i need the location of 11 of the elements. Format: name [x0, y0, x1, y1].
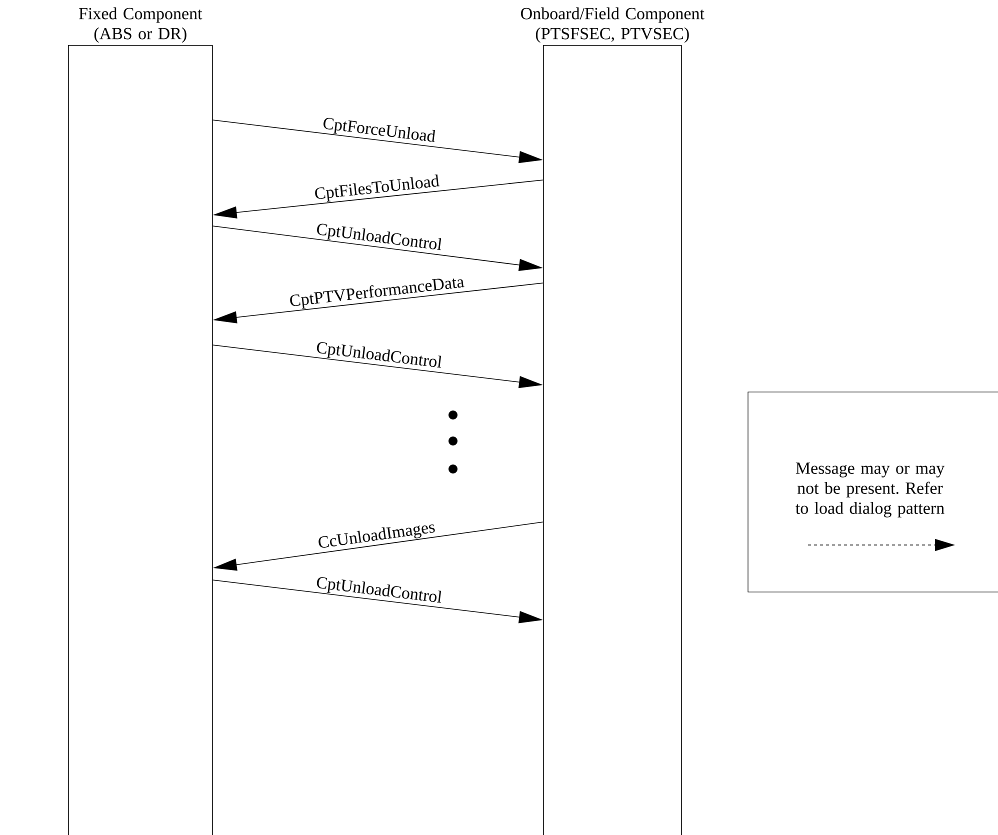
edge-label: CptForceUnload [324, 118, 435, 142]
lifeline-box: Onboard/Field Component (PTSFSEC, PTVSEC) [521, 7, 704, 835]
edge-label: CptUnloadControl [317, 224, 442, 250]
legend-text: Message may or may not be present. Refer to load dialog pattern [796, 462, 945, 518]
node-label: Onboard/Field Component (PTSFSEC, PTVSEC) [521, 7, 704, 43]
node-label: Fixed Component (ABS or DR) [79, 7, 202, 43]
lifeline-box: Fixed Component (ABS or DR) [68, 7, 213, 835]
edge-label: CcUnloadImages [318, 524, 435, 548]
edge-label: CptUnloadControl [316, 342, 442, 368]
edge-label: CptUnloadControl [316, 577, 442, 603]
edge-label: CptFilesToUnload [315, 174, 440, 202]
